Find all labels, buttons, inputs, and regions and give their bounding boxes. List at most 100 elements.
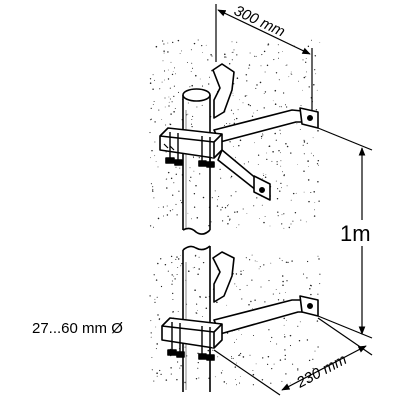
- wall-stipple-dot: [236, 211, 239, 213]
- wall-stipple-dot: [149, 295, 151, 297]
- wall-stipple-dot: [171, 262, 173, 264]
- wall-stipple-dot: [151, 357, 153, 358]
- wall-stipple-dot: [209, 76, 210, 78]
- wall-stipple-dot: [186, 62, 188, 63]
- wall-stipple-dot: [232, 357, 234, 359]
- wall-stipple-dot: [169, 210, 172, 212]
- wall-stipple-dot: [205, 296, 207, 298]
- wall-stipple-dot: [195, 184, 197, 187]
- wall-stipple-dot: [166, 187, 168, 189]
- wall-stipple-dot: [195, 312, 197, 314]
- wall-stipple-dot: [201, 44, 203, 47]
- wall-stipple-dot: [277, 215, 279, 217]
- wall-stipple-dot: [223, 381, 226, 383]
- wall-stipple-dot: [246, 95, 248, 96]
- wall-stipple-dot: [292, 192, 295, 195]
- wall-stipple-dot: [162, 206, 165, 208]
- wall-stipple-dot: [153, 197, 155, 199]
- wall-stipple-dot: [175, 166, 177, 168]
- wall-stipple-dot: [273, 363, 275, 365]
- wall-stipple-dot: [300, 219, 302, 221]
- wall-stipple-dot: [218, 195, 220, 198]
- wall-stipple-dot: [261, 54, 263, 56]
- wall-stipple-dot: [305, 57, 307, 59]
- wall-stipple-dot: [279, 257, 281, 259]
- wall-stipple-dot: [152, 88, 154, 90]
- wall-stipple-dot: [299, 321, 301, 323]
- wall-stipple-dot: [216, 268, 218, 270]
- wall-stipple-dot: [197, 273, 199, 276]
- wall-stipple-dot: [199, 173, 201, 175]
- wall-stipple-dot: [240, 270, 242, 272]
- wall-stipple-dot: [295, 192, 297, 194]
- wall-stipple-dot: [188, 270, 190, 272]
- wall-stipple-dot: [163, 215, 164, 217]
- wall-stipple-dot: [229, 123, 231, 125]
- wall-stipple-dot: [228, 63, 231, 65]
- wall-stipple-dot: [317, 164, 319, 166]
- wall-stipple-dot: [303, 76, 306, 79]
- wall-stipple-dot: [249, 52, 251, 54]
- wall-stipple-dot: [267, 355, 270, 358]
- wall-stipple-dot: [319, 273, 321, 275]
- wall-stipple-dot: [315, 109, 318, 111]
- wall-stipple-dot: [307, 179, 310, 181]
- wall-stipple-dot: [153, 226, 154, 228]
- wall-stipple-dot: [217, 199, 218, 201]
- wall-stipple-dot: [270, 262, 272, 264]
- wall-stipple-dot: [193, 193, 196, 195]
- wall-stipple-dot: [306, 71, 307, 73]
- wall-stipple-dot: [171, 274, 173, 276]
- wall-stipple-dot: [229, 219, 231, 221]
- wall-stipple-dot: [284, 334, 285, 335]
- wall-stipple-dot: [260, 65, 262, 67]
- wall-stipple-dot: [178, 190, 180, 192]
- wall-stipple-dot: [152, 190, 154, 192]
- wall-stipple-dot: [313, 215, 316, 217]
- wall-stipple-dot: [280, 182, 282, 185]
- wall-stipple-dot: [166, 178, 168, 180]
- wall-stipple-dot: [239, 99, 241, 101]
- wall-stipple-dot: [231, 52, 233, 54]
- wall-stipple-dot: [207, 59, 209, 61]
- wall-stipple-dot: [153, 274, 155, 276]
- wall-stipple-dot: [155, 348, 157, 350]
- wall-stipple-dot: [250, 300, 252, 303]
- wall-stipple-dot: [308, 166, 309, 167]
- wall-stipple-dot: [306, 277, 308, 279]
- wall-stipple-dot: [259, 266, 261, 268]
- wall-stipple-dot: [255, 55, 257, 57]
- wall-stipple-dot: [286, 185, 288, 187]
- wall-stipple-dot: [279, 190, 281, 192]
- wall-stipple-dot: [283, 174, 285, 177]
- wall-stipple-dot: [194, 255, 197, 257]
- wall-stipple-dot: [256, 261, 258, 262]
- wall-stipple-dot: [249, 104, 251, 107]
- wall-stipple-dot: [305, 76, 307, 78]
- wall-stipple-dot: [271, 336, 273, 339]
- wall-stipple-dot: [194, 266, 196, 268]
- wall-stipple-dot: [236, 285, 238, 287]
- wall-stipple-dot: [238, 144, 240, 147]
- wall-stipple-dot: [175, 258, 177, 260]
- wall-stipple-dot: [302, 59, 304, 61]
- wall-stipple-dot: [232, 92, 234, 94]
- wall-stipple-dot: [257, 154, 260, 156]
- wall-stipple-dot: [285, 142, 287, 145]
- wall-stipple-dot: [216, 205, 219, 207]
- wall-stipple-dot: [167, 78, 170, 80]
- wall-stipple-dot: [248, 64, 251, 66]
- wall-stipple-dot: [149, 78, 152, 80]
- wall-stipple-dot: [235, 117, 238, 120]
- wall-stipple-dot: [211, 55, 213, 57]
- wall-stipple-dot: [290, 73, 292, 75]
- wall-stipple-dot: [196, 303, 198, 305]
- wall-stipple-dot: [266, 158, 268, 161]
- wall-stipple-dot: [170, 373, 172, 375]
- lower-wall-bracket: [161, 251, 319, 361]
- wall-stipple-dot: [149, 225, 152, 227]
- wall-stipple-dot: [282, 171, 284, 173]
- wall-stipple-dot: [170, 61, 172, 63]
- wall-stipple-dot: [282, 284, 284, 287]
- wall-stipple-dot: [229, 218, 231, 220]
